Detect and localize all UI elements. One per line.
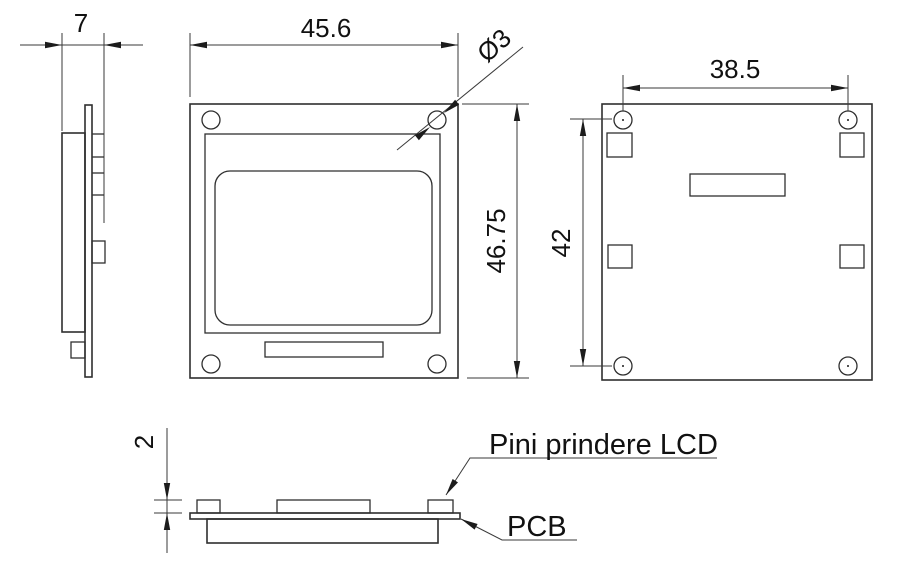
view-front: 45.6 46.75 Ø3 [189,13,529,379]
dim-hole-diameter-text: Ø3 [471,23,517,69]
dim-back-hole-spacing-h-text: 38.5 [710,54,761,84]
hole-center-dot [847,365,849,367]
view-back: 38.5 42 [546,54,873,381]
arrowhead [444,99,460,113]
dim-side-thickness: 7 [20,8,143,223]
mounting-hole [613,356,633,376]
back-outline [601,103,873,381]
dim-back-hole-spacing-v-text: 42 [546,229,576,258]
front-part [189,103,459,379]
lcd-viewing-area [214,170,433,326]
dim-hole-diameter: Ø3 [396,23,524,151]
arrowhead [623,84,640,92]
leader-line [445,457,717,496]
leader-line [396,46,524,151]
view-side-left: 7 [20,8,143,378]
dim-pin-height-text: 2 [129,435,159,449]
dim-back-hole-spacing-v: 42 [546,118,612,367]
hole-center-dot [622,365,624,367]
arrowhead [163,513,171,530]
lcd-body-bottom [206,518,439,544]
solder-pad [839,132,865,158]
mounting-hole [838,356,858,376]
solder-pad [839,244,865,269]
connector-footprint [689,173,786,197]
arrowhead [163,483,171,500]
dim-front-width: 45.6 [189,13,459,97]
front-outline [189,103,459,379]
lcd-body-side [61,132,86,333]
hole-center-dot [847,119,849,121]
arrowhead [831,84,848,92]
pcb-edge [84,104,93,378]
arrowhead [441,41,458,49]
lcd-frame [204,133,441,334]
solder-pad [607,244,633,269]
dim-front-height: 46.75 [462,103,529,379]
mounting-hole [201,354,221,374]
retaining-pin [276,499,371,514]
hole-center-dot [622,119,624,121]
dim-back-hole-spacing-h: 38.5 [622,54,849,111]
mounting-hole [201,110,221,130]
arrowhead [579,349,587,366]
retaining-pins-label: Pini prindere LCD [489,429,718,461]
arrowhead [104,41,121,49]
dim-pin-height: 2 [129,428,182,553]
arrowhead [446,479,458,495]
back-part [601,103,873,381]
arrowhead [190,41,207,49]
mounting-hole [427,354,447,374]
connector-tab [70,341,86,359]
side-bottom-part [189,499,461,544]
arrowhead [461,519,478,530]
arrowhead [513,104,521,121]
view-side-bottom: 2 Pini prindere LCD PCB [129,428,718,553]
retaining-pin [427,499,454,514]
leader-retaining-pins: Pini prindere LCD [445,429,718,496]
leader-pcb: PCB [460,511,577,543]
dim-side-thickness-text: 7 [74,8,88,38]
pcb-board-side [189,512,461,520]
arrowhead [45,41,62,49]
side-left-part [61,104,106,378]
arrowhead [513,361,521,378]
component-block [91,240,106,264]
pcb-label: PCB [507,511,567,543]
solder-pad [606,132,633,158]
mounting-hole [427,110,447,130]
retaining-pin [196,499,221,514]
arrowhead [414,127,430,141]
dim-front-width-text: 45.6 [301,13,352,43]
connector-strip [264,341,384,358]
dim-front-height-text: 46.75 [481,208,511,273]
arrowhead [579,119,587,136]
